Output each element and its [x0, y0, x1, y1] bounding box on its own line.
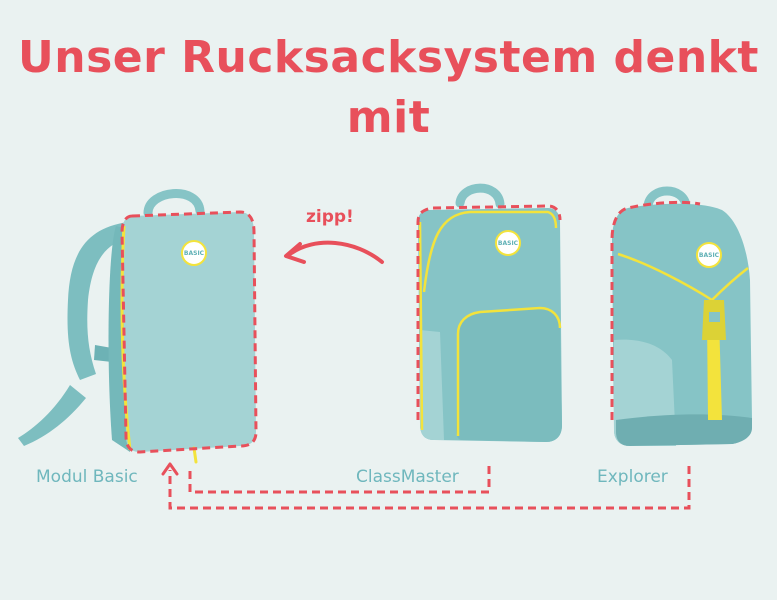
modul-basic-backpack: BASIC [18, 189, 258, 464]
modul-basic-strap-lower [18, 385, 86, 446]
modul-basic-body [122, 212, 256, 452]
label-explorer: Explorer [597, 467, 668, 487]
label-modul-basic: Modul Basic [36, 467, 138, 487]
connector-classmaster [188, 466, 491, 494]
label-classmaster: ClassMaster [356, 467, 459, 487]
classmaster-zip-outline [416, 204, 562, 420]
connector-explorer [168, 466, 691, 510]
classmaster-backpack: BASIC [416, 183, 562, 442]
connector-arrow-head [161, 462, 179, 476]
connector-lines [161, 462, 691, 510]
modul-basic-zip-pull [192, 446, 198, 464]
svg-text:BASIC: BASIC [184, 250, 205, 257]
modul-basic-zip-outline [120, 210, 258, 454]
explorer-backpack: BASIC [610, 186, 752, 446]
explorer-buckle-slot [709, 312, 720, 322]
modul-basic-strap [67, 222, 130, 380]
explorer-strap [707, 318, 722, 420]
classmaster-handle [455, 183, 505, 209]
modul-basic-strap-buckle [94, 345, 112, 362]
svg-text:BASIC: BASIC [498, 240, 519, 247]
explorer-bottom-panel [616, 414, 752, 446]
classmaster-left-zipper [418, 221, 424, 431]
page-title: Unser Rucksacksystem denkt mit [18, 32, 759, 143]
classmaster-top-zipper [422, 210, 558, 293]
classmaster-side-shade [420, 330, 444, 440]
classmaster-front-pocket [456, 308, 562, 442]
zipp-arrow-head [284, 242, 306, 264]
explorer-flap-zipper-right [711, 267, 749, 301]
explorer-flap-zipper-left [617, 252, 713, 302]
explorer-logo: BASIC [696, 242, 722, 268]
zipp-arrow: zipp! [284, 207, 384, 264]
zipp-label: zipp! [306, 207, 354, 227]
classmaster-logo: BASIC [495, 230, 521, 256]
classmaster-pocket-zipper [456, 306, 562, 436]
zipp-arrow-curve [288, 240, 384, 264]
svg-text:BASIC: BASIC [699, 252, 720, 259]
modul-basic-logo: BASIC [181, 240, 207, 266]
modul-basic-handle [143, 189, 205, 218]
